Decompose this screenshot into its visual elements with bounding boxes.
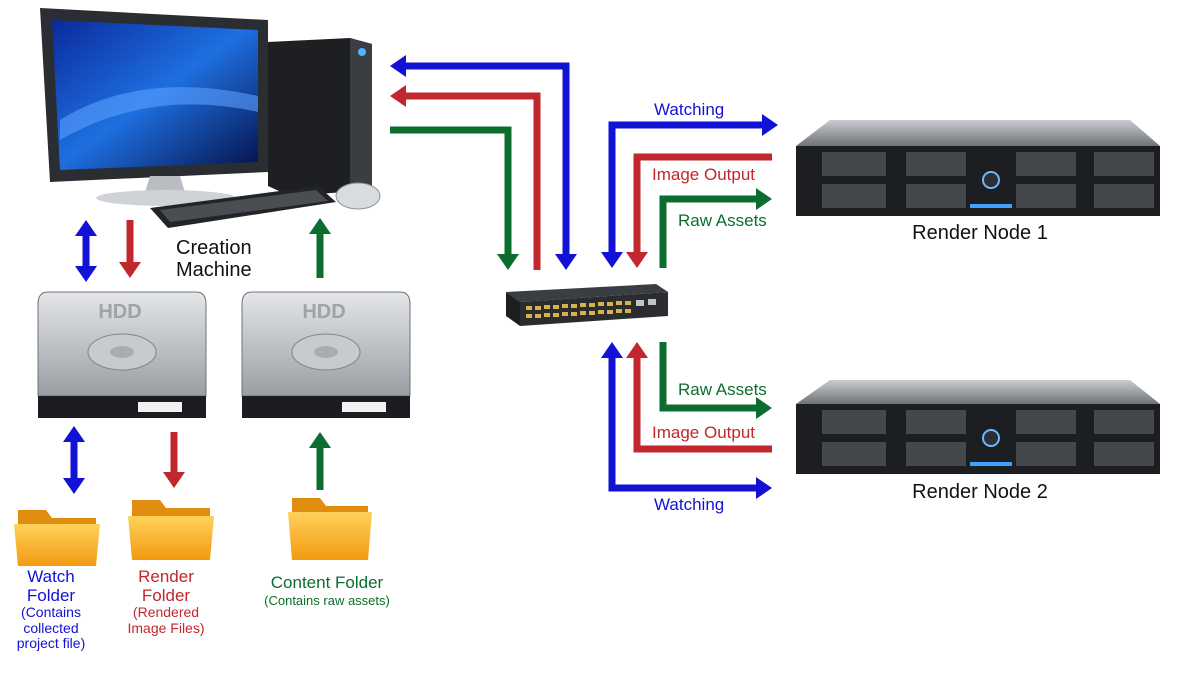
creation-machine-computer bbox=[40, 8, 381, 228]
arrow-node1-image-output bbox=[626, 153, 772, 268]
arrow-node2-raw-assets bbox=[659, 342, 772, 419]
creation-machine-label: Creation Machine bbox=[176, 237, 252, 282]
arrow-node2-image-output bbox=[626, 342, 772, 453]
arrow-render-folder bbox=[163, 432, 185, 488]
arrow-watch-drive bbox=[75, 220, 97, 282]
watch-folder-note-3: project file) bbox=[16, 635, 86, 652]
arrow-node1-raw-assets bbox=[659, 188, 772, 268]
node2-watching-label: Watching bbox=[654, 495, 725, 514]
content-folder-title: Content Folder bbox=[270, 573, 384, 592]
node2-raw-assets-label: Raw Assets bbox=[678, 380, 767, 399]
node2-image-output-label: Image Output bbox=[652, 423, 756, 442]
content-folder-icon bbox=[288, 498, 372, 560]
content-folder-label: Content Folder (Contains raw assets) bbox=[242, 573, 412, 609]
arrow-image-output-switch bbox=[390, 85, 541, 270]
watch-folder-title-1: Watch bbox=[27, 567, 75, 586]
arrow-raw-assets-switch bbox=[390, 126, 519, 270]
hdd-drive-1: HDD bbox=[37, 291, 207, 418]
watch-folder-note-2: collected bbox=[23, 619, 79, 636]
node1-image-output-label: Image Output bbox=[652, 165, 756, 184]
node1-watching-label: Watching bbox=[654, 100, 725, 119]
watch-folder-title-2: Folder bbox=[26, 586, 76, 606]
watch-folder-label: Watch Folder (Contains collected project… bbox=[6, 567, 96, 652]
network-switch-icon bbox=[506, 284, 668, 326]
node1-raw-assets-label: Raw Assets bbox=[678, 211, 767, 230]
render-folder-title-2: Folder bbox=[141, 586, 191, 606]
render-folder-note-1: (Rendered bbox=[132, 604, 200, 621]
watch-folder-note-1: (Contains bbox=[21, 604, 81, 621]
mouse-icon bbox=[335, 182, 381, 210]
creation-machine-line2: Machine bbox=[176, 259, 252, 282]
arrow-node2-watching bbox=[601, 342, 772, 499]
computer-tower-icon bbox=[268, 38, 372, 196]
creation-machine-line1: Creation bbox=[176, 237, 252, 259]
arrow-content-drive bbox=[309, 218, 331, 278]
monitor-icon bbox=[40, 8, 268, 206]
content-folder-note: (Contains raw assets) bbox=[264, 593, 390, 609]
render-folder-label: Render Folder (Rendered Image Files) bbox=[118, 567, 214, 636]
hdd-drive-2: HDD bbox=[241, 291, 411, 418]
render-node-2-server-icon bbox=[796, 380, 1160, 474]
arrows-layer bbox=[63, 55, 778, 499]
render-folder-note-2: Image Files) bbox=[127, 619, 205, 636]
render-folder-title-1: Render bbox=[138, 567, 194, 586]
arrow-render-drive bbox=[119, 220, 141, 278]
render-node-1-label: Render Node 1 bbox=[912, 222, 1048, 244]
hdd-label: HDD bbox=[302, 301, 345, 323]
hdd-label: HDD bbox=[98, 301, 141, 323]
render-node-1-server-icon bbox=[796, 120, 1160, 216]
render-folder-icon bbox=[128, 500, 214, 560]
render-node-2-label: Render Node 2 bbox=[912, 481, 1048, 503]
arrow-node1-watching bbox=[601, 114, 778, 268]
arrow-content-folder bbox=[309, 432, 331, 490]
arrow-watching-switch bbox=[390, 55, 577, 270]
watch-folder-icon bbox=[14, 510, 100, 566]
arrow-watch-folder bbox=[63, 426, 85, 494]
keyboard-icon bbox=[150, 186, 336, 228]
